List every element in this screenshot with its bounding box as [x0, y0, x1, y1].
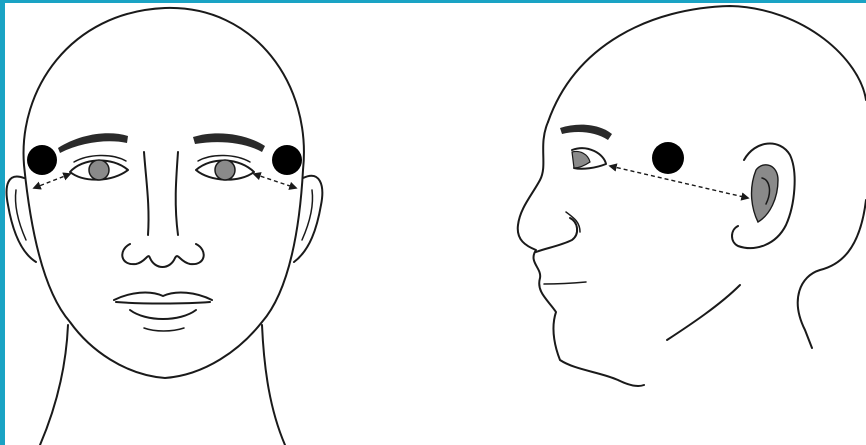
front-nose-right-line [176, 152, 178, 235]
side-eyebrow [560, 125, 612, 140]
side-dashed-line [610, 166, 748, 198]
side-jaw-line [667, 285, 740, 340]
front-marker-left [27, 145, 57, 175]
front-ear-right-inner [302, 190, 313, 240]
front-eyebrow-left [58, 133, 128, 153]
side-head-outline [548, 6, 866, 122]
front-chin-crease [144, 328, 184, 331]
front-head-outline [24, 8, 304, 378]
side-nostril [536, 218, 577, 252]
side-marker [652, 142, 684, 174]
front-eye-left-iris [89, 160, 109, 180]
front-nose-base [122, 244, 203, 267]
side-eye-iris [572, 151, 590, 168]
front-dashed-line-left [34, 174, 70, 188]
front-mouth-upper-lip [114, 293, 212, 300]
front-neck-right [262, 325, 285, 445]
front-dashed-line-right [254, 174, 296, 188]
front-eyebrow-right [193, 133, 265, 152]
front-neck-left [40, 325, 68, 445]
front-eye-right-iris [215, 160, 235, 180]
front-mouth-lower-lip [130, 310, 196, 319]
side-ear-inner [752, 165, 778, 222]
front-view-head [7, 8, 323, 445]
front-mouth-line [116, 302, 210, 304]
front-nose-left-line [144, 152, 149, 235]
front-marker-right [272, 145, 302, 175]
side-back-of-head [798, 200, 866, 348]
side-view-head [518, 6, 866, 386]
side-mouth-line [544, 282, 586, 284]
front-ear-left-inner [15, 190, 26, 240]
